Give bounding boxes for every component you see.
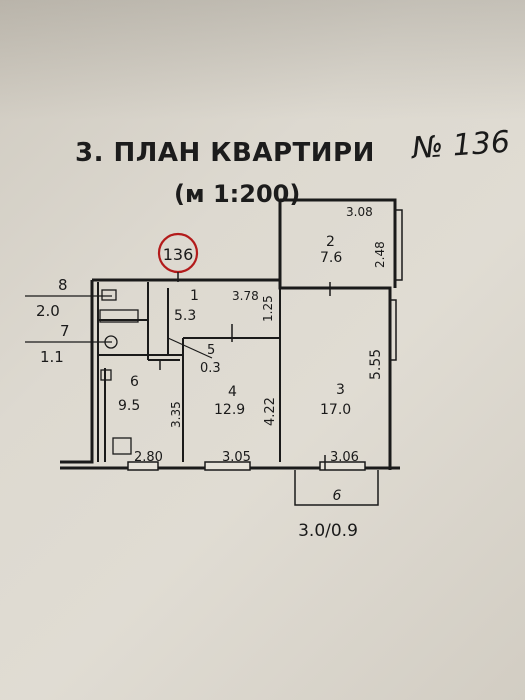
- room-2-number: 2: [326, 234, 335, 250]
- dimension-labels: 3.08 2.48 3.78 1.25 5.55 4.22 3.35 2.80 …: [134, 205, 387, 465]
- room-1-number: 1: [190, 288, 199, 304]
- door-marks: [159, 282, 331, 470]
- room-labels: 8 2.0 7 1.1 1 5.3 2 7.6 3 17.0 4 12.9 5 …: [36, 234, 351, 418]
- room-1-area: 5.3: [174, 308, 196, 324]
- dim-room3-width: 3.06: [330, 450, 359, 465]
- room-8-number: 8: [58, 276, 68, 294]
- room-4-area: 12.9: [214, 402, 245, 418]
- leader-lines: [25, 295, 213, 359]
- room-6-number: 6: [130, 374, 139, 390]
- dim-hall-width: 1.25: [261, 295, 275, 322]
- room-7-number: 7: [60, 322, 70, 340]
- lower-balcony: [294, 470, 379, 506]
- room-6-area: 9.5: [118, 398, 140, 414]
- dim-balcony-width: 3.08: [346, 205, 373, 219]
- dim-room6-width: 2.80: [134, 450, 163, 465]
- dim-balcony-depth: 2.48: [373, 241, 387, 268]
- plan-title: 3. ПЛАН КВАРТИРИ: [75, 138, 375, 168]
- dim-room3-depth: 5.55: [368, 349, 384, 380]
- dim-hall-length: 3.78: [232, 289, 259, 303]
- dim-room6-depth: 3.35: [169, 401, 183, 428]
- paper-shadow: [0, 0, 525, 120]
- dim-room4-depth: 4.22: [263, 397, 278, 426]
- circled-number: 136: [163, 245, 194, 264]
- dim-room4-width: 3.05: [222, 450, 251, 465]
- room-4-number: 4: [228, 384, 237, 400]
- room-7-area: 1.1: [40, 348, 64, 366]
- room-2-area: 7.6: [320, 250, 342, 266]
- room-5-area: 0.3: [200, 361, 221, 376]
- room-3-number: 3: [336, 382, 345, 398]
- room-3-area: 17.0: [320, 402, 351, 418]
- windows: [127, 461, 366, 471]
- room-8-area: 2.0: [36, 302, 60, 320]
- bath-fixtures: [99, 289, 139, 455]
- lower-balcony-id: 6: [333, 488, 342, 504]
- outer-walls: [60, 198, 400, 470]
- lower-balcony-size: 3.0/0.9: [298, 521, 358, 541]
- room-5-number: 5: [207, 343, 215, 358]
- inner-walls: [97, 282, 281, 462]
